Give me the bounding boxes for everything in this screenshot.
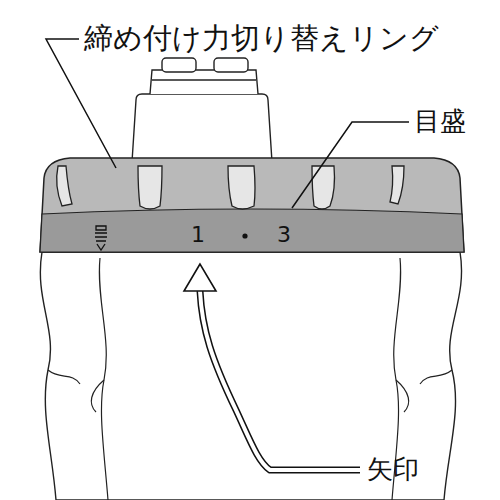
scale-number: 3 [277,223,291,247]
ring-grooves [57,166,404,209]
arrow-label: 矢印 [367,455,419,484]
chuck [132,58,272,162]
ring-label: 締め付け力切り替えリング [84,23,439,55]
ring-leader [46,39,116,168]
scale-number: 1 [191,223,205,247]
tool-body [40,252,461,500]
scale-label: 目盛 [414,107,466,136]
scale-dot [242,233,247,238]
drill-symbol [95,226,107,250]
hollow-arrow [184,264,361,470]
scale-leader [292,122,409,208]
leader-lines [46,39,409,208]
body-contours [48,258,452,500]
torque-ring [40,158,464,252]
